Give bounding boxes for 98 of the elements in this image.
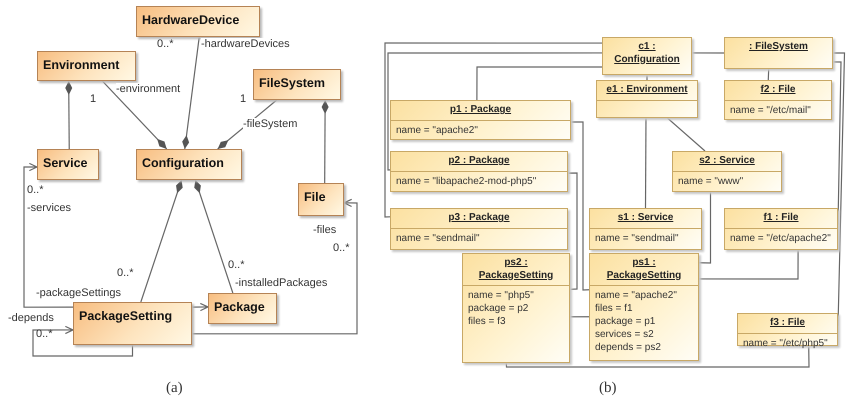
object-box	[596, 80, 698, 118]
class-box	[136, 149, 242, 180]
role-label: -depends	[8, 312, 54, 324]
attribute-text: files = f1	[595, 302, 633, 315]
attribute-text: name = "php5"	[468, 289, 534, 302]
object-title: c1 : Configuration	[614, 41, 680, 64]
association-line	[140, 180, 183, 302]
object-title: s2 : Service	[699, 155, 755, 166]
object-title: : FileSystem	[749, 41, 808, 52]
association-line	[322, 100, 329, 183]
class-box	[37, 149, 99, 180]
attribute-text: name = "/etc/apache2"	[730, 232, 831, 244]
link-line	[644, 118, 647, 208]
object-title: e1 : Environment	[606, 84, 688, 95]
link-line	[571, 121, 590, 291]
link-line	[667, 118, 706, 152]
attribute-text: name = "apache2"	[595, 289, 677, 302]
class-box	[37, 51, 136, 81]
multiplicity-label: 0..*	[27, 184, 44, 196]
multiplicity-label: 1	[240, 93, 246, 106]
attribute-text: name = "sendmail"	[396, 232, 480, 244]
attribute-text: files = f3	[468, 315, 506, 328]
link-line	[568, 172, 578, 290]
class-box	[208, 293, 277, 324]
class-box	[136, 6, 260, 37]
object-box	[724, 80, 832, 120]
class-name: Configuration	[142, 156, 224, 170]
role-label: -environment	[116, 83, 180, 96]
panel-label: (a)	[166, 380, 183, 396]
association-line	[182, 36, 200, 150]
role-label: -services	[27, 202, 72, 214]
multiplicity-label: 0..*	[36, 328, 53, 340]
object-box	[672, 151, 782, 192]
panel-label: (b)	[599, 380, 616, 396]
link-line	[768, 68, 770, 80]
object-box	[589, 208, 702, 250]
role-label: -packageSettings	[36, 287, 121, 300]
attribute-text: depends = ps2	[595, 341, 661, 354]
class-name: HardwareDevice	[142, 13, 240, 27]
class-name: File	[304, 190, 326, 204]
object-title: f2 : File	[760, 84, 796, 95]
attribute-text: name = "libapache2-mod-php5"	[396, 174, 536, 188]
multiplicity-label: 0..*	[117, 267, 134, 280]
class-name: FileSystem	[259, 76, 326, 90]
multiplicity-label: 0..*	[228, 259, 245, 272]
object-title: s1 : Service	[618, 212, 674, 223]
attribute-text: name = "www"	[678, 174, 744, 188]
link-line	[384, 42, 602, 218]
class-name: Package	[214, 300, 265, 314]
role-label: -files	[313, 224, 336, 236]
object-box	[390, 100, 571, 140]
object-title: ps2 : PackageSetting	[478, 257, 554, 280]
class-name: Environment	[43, 58, 120, 72]
multiplicity-label: 0..*	[333, 242, 350, 254]
link-line	[506, 346, 810, 368]
object-box	[589, 253, 699, 361]
multiplicity-label: 0..*	[157, 38, 174, 50]
link-line	[692, 52, 724, 54]
class-name: PackageSetting	[79, 309, 172, 323]
link-line	[699, 250, 799, 280]
multiplicity-label: 1	[90, 93, 96, 106]
object-box	[462, 253, 570, 363]
class-name: Service	[43, 156, 88, 170]
attribute-text: name = "apache2"	[396, 124, 478, 136]
association-line	[102, 80, 168, 150]
role-label: -fileSystem	[243, 118, 298, 130]
object-box	[390, 208, 568, 250]
link-line	[570, 316, 589, 318]
object-title: p1 : Package	[450, 104, 512, 115]
object-box	[390, 151, 568, 192]
object-title: f1 : File	[763, 212, 798, 223]
link-line	[698, 192, 712, 264]
attribute-text: services = s2	[595, 328, 654, 341]
role-label: -installedPackages	[235, 277, 328, 290]
association-line	[194, 180, 234, 294]
object-title: ps1 : PackageSetting	[606, 257, 682, 280]
association-line	[192, 198, 358, 334]
attribute-text: package = p2	[468, 302, 528, 315]
class-box	[253, 69, 341, 100]
object-box	[724, 208, 838, 250]
class-box	[298, 183, 344, 216]
association-line	[32, 326, 134, 357]
object-box	[724, 37, 833, 69]
object-box	[602, 37, 692, 75]
association-line	[192, 302, 209, 312]
role-label: -hardwareDevices	[201, 38, 290, 50]
link-line	[387, 52, 602, 171]
link-line	[476, 66, 602, 100]
attribute-text: name = "/etc/mail"	[730, 104, 811, 116]
attribute-text: package = p1	[595, 315, 656, 328]
object-title: f3 : File	[770, 317, 805, 328]
attribute-text: name = "sendmail"	[595, 232, 679, 244]
class-box	[73, 302, 192, 345]
association-line	[65, 81, 72, 149]
object-title: p3 : Package	[448, 212, 510, 223]
association-line	[23, 162, 73, 308]
attribute-text: name = "/etc/php5"	[743, 336, 828, 350]
object-title: p2 : Package	[448, 155, 510, 166]
